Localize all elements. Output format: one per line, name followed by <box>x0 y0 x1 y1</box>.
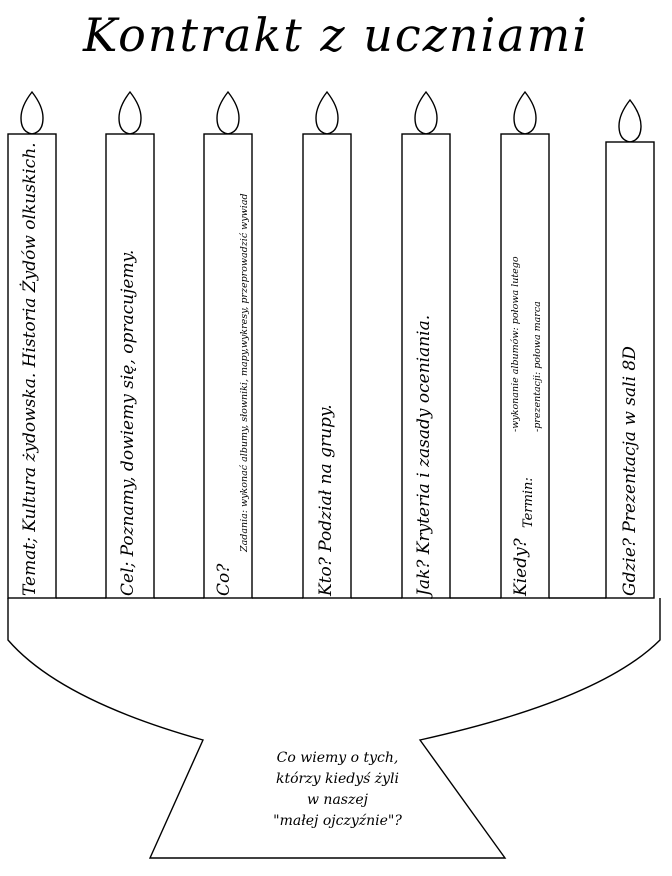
candle-3-detail: Zadania: wykonać albumy, słowniki, mapy,… <box>239 193 250 552</box>
candle-2-text: Cel; Poznamy, dowiemy się, opracujemy. <box>118 249 138 596</box>
candle-1-text: Temat; Kultura żydowska. Historia Żydów … <box>20 142 40 596</box>
candle <box>605 141 655 599</box>
flame-icon <box>20 90 44 135</box>
candle <box>302 133 352 599</box>
candle-7-text: Gdzie? Prezentacja w sali 8D <box>620 346 640 596</box>
page-title: Kontrakt z uczniami <box>83 8 589 62</box>
candle-5-text: Jak? Kryteria i zasady oceniania. <box>414 314 434 596</box>
candle-6-label: Termin: <box>521 477 536 528</box>
flame-icon <box>216 90 240 135</box>
base-line: w naszej <box>307 792 368 808</box>
candle-4-text: Kto? Podział na grupy. <box>316 404 336 596</box>
flame-icon <box>315 90 339 135</box>
base-line: którzy kiedyś żyli <box>276 771 399 787</box>
candle-6-line1: -wykonanie albumów: połowa lutego <box>510 256 521 432</box>
candle-3-text: Co? <box>214 563 234 596</box>
candle-6-line2: -prezentacji: połowa marca <box>532 301 543 432</box>
candle <box>500 133 550 599</box>
base-line: Co wiemy o tych, <box>276 750 399 766</box>
flame-icon <box>513 90 537 135</box>
flame-icon <box>618 98 642 143</box>
candle <box>203 133 253 599</box>
candle <box>105 133 155 599</box>
flame-icon <box>118 90 142 135</box>
candle <box>401 133 451 599</box>
candle-6-text: Kiedy? <box>511 538 531 596</box>
base-line: "małej ojczyźnie"? <box>273 813 402 829</box>
candle <box>7 133 57 599</box>
base-question: Co wiemy o tych, którzy kiedyś żyli w na… <box>205 748 470 832</box>
flame-icon <box>414 90 438 135</box>
menorah-base <box>7 598 661 859</box>
